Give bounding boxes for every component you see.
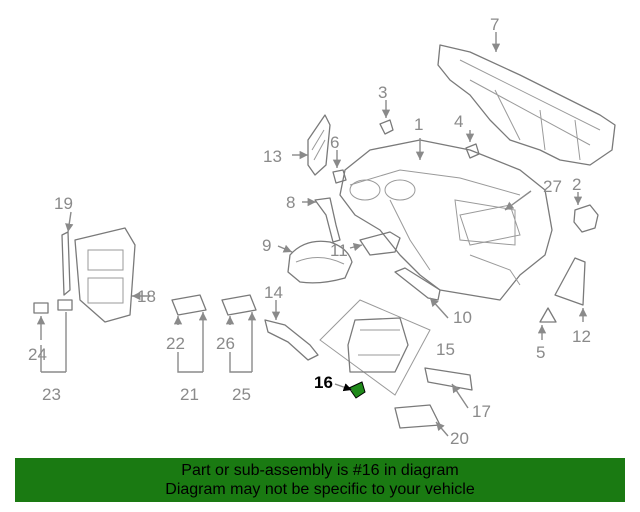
callout-7: 7	[490, 15, 499, 34]
callout-9: 9	[262, 236, 271, 255]
callout-4: 4	[454, 112, 463, 131]
module-part-26	[221, 294, 257, 316]
callout-27: 27	[543, 177, 562, 196]
clip-part-3	[379, 119, 394, 135]
switch-part-24	[33, 302, 49, 314]
center-bezel-part	[74, 227, 136, 323]
callout-23: 23	[42, 385, 61, 404]
cross-car-beam-part	[437, 44, 616, 166]
callout-17: 17	[472, 402, 491, 421]
highlighted-part-16	[348, 381, 366, 399]
bracket-part-14	[264, 319, 319, 361]
banner-line-2: Diagram may not be specific to your vehi…	[165, 481, 475, 498]
callout-21: 21	[180, 385, 199, 404]
duct-part	[394, 267, 441, 301]
callout-22: 22	[166, 334, 185, 353]
side-vent-part	[307, 114, 331, 176]
center-console-part	[319, 299, 431, 396]
trim-part-17	[424, 367, 473, 391]
part-notice-banner: Part or sub-assembly is #16 in diagram D…	[15, 458, 625, 502]
callout-6: 6	[330, 133, 339, 152]
leader-lines	[36, 32, 588, 437]
clip-part-4	[465, 143, 480, 159]
callout-3: 3	[378, 83, 387, 102]
callout-11: 11	[330, 241, 348, 260]
callout-20: 20	[450, 429, 469, 448]
exploded-parts-diagram: 7 1 3 4 2 13 6 8 9 11 10 12 5 27 19 18 2…	[28, 15, 616, 448]
module-part-22	[171, 294, 207, 316]
pocket-part-20	[394, 404, 441, 429]
callout-16: 16	[314, 373, 333, 392]
callout-5: 5	[536, 343, 545, 362]
clip-part-6	[332, 169, 347, 184]
side-cover-part	[554, 257, 586, 306]
callout-24: 24	[28, 345, 47, 364]
callout-2: 2	[572, 175, 581, 194]
callout-26: 26	[216, 334, 235, 353]
callout-1: 1	[414, 115, 423, 134]
cluster-bezel-part	[287, 240, 353, 284]
instrument-panel-part	[339, 139, 553, 301]
callout-15: 15	[436, 340, 455, 359]
callout-10: 10	[453, 308, 472, 327]
callout-8: 8	[286, 193, 295, 212]
callout-25: 25	[232, 385, 251, 404]
bracket-part-2	[573, 204, 599, 233]
callout-12: 12	[572, 327, 591, 346]
glove-box-part	[459, 204, 521, 246]
banner-line-1: Part or sub-assembly is #16 in diagram	[181, 462, 459, 479]
callout-18: 18	[137, 287, 156, 306]
bracket-part-8	[314, 197, 341, 243]
bracket-part-11	[359, 231, 401, 256]
cap-part-5	[539, 307, 557, 323]
trim-strip-part	[61, 231, 71, 296]
switch-part-23b	[57, 299, 73, 311]
callout-13: 13	[263, 147, 282, 166]
callout-14: 14	[264, 283, 283, 302]
callout-19: 19	[54, 194, 73, 213]
